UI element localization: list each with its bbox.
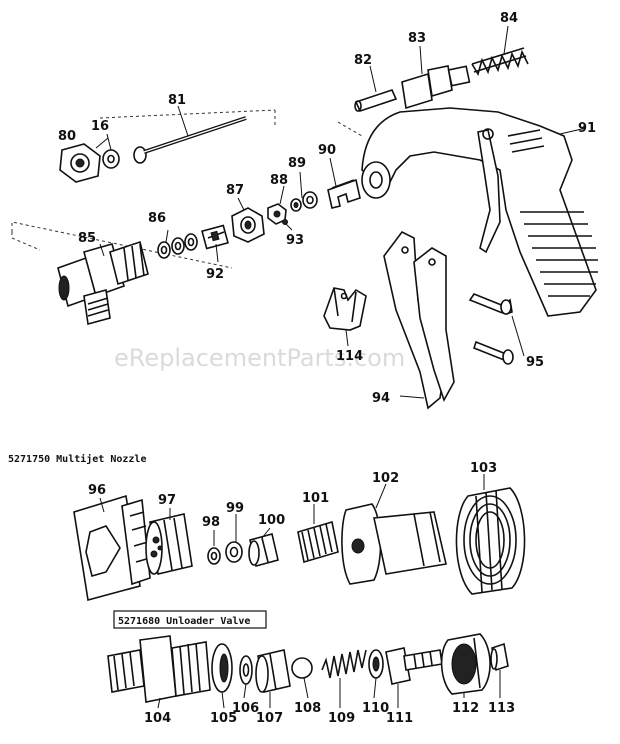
leader-lines-top <box>95 25 587 399</box>
callout-80: 80 <box>58 129 76 144</box>
nozzle-assembly <box>73 487 526 602</box>
callout-numbers: 16 80 81 82 83 84 85 86 87 88 89 90 91 9… <box>58 11 596 726</box>
part-85-tee <box>57 240 149 326</box>
callout-96: 96 <box>88 483 106 498</box>
part-102-sleeve <box>341 503 447 585</box>
part-104-body <box>107 635 211 703</box>
part-94-lever <box>383 230 455 410</box>
part-101-spring <box>297 520 339 564</box>
leader-lines-bottom <box>157 670 501 709</box>
part-113-plug <box>490 642 509 672</box>
part-82-pin <box>354 89 398 112</box>
nozzle-caption: 5271750 Multijet Nozzle <box>8 453 146 465</box>
callout-105: 105 <box>210 711 237 726</box>
callout-91: 91 <box>578 121 596 136</box>
part-89-washers <box>290 191 318 212</box>
callout-86: 86 <box>148 211 166 226</box>
watermark: eReplacementParts.com <box>114 344 405 372</box>
callout-103: 103 <box>470 461 497 476</box>
callout-107: 107 <box>256 711 283 726</box>
part-114-clip <box>323 287 367 331</box>
part-87-hexnut <box>231 207 265 243</box>
callout-100: 100 <box>258 513 285 528</box>
callout-84: 84 <box>500 11 518 26</box>
callout-94: 94 <box>372 391 390 406</box>
part-83-fitting <box>401 65 471 110</box>
part-92-seat <box>201 224 229 250</box>
gun-assembly <box>11 47 598 410</box>
part-105-ring <box>211 643 233 693</box>
part-93-ball <box>282 219 288 225</box>
callout-88: 88 <box>270 173 288 188</box>
callout-95: 95 <box>526 355 544 370</box>
part-112-cap <box>440 633 491 695</box>
callout-89: 89 <box>288 156 306 171</box>
part-84-spring <box>471 47 529 76</box>
part-90-bracket <box>327 178 361 209</box>
callout-92: 92 <box>206 267 224 282</box>
part-95-pins <box>468 293 514 365</box>
callout-108: 108 <box>294 701 321 716</box>
callout-87: 87 <box>226 183 244 198</box>
part-80-nut <box>59 143 101 183</box>
part-109-spring <box>321 649 367 679</box>
callout-111: 111 <box>386 711 413 726</box>
part-16-washer <box>102 149 120 169</box>
callout-99: 99 <box>226 501 244 516</box>
callout-16: 16 <box>91 119 109 134</box>
part-110-ring <box>368 649 384 679</box>
part-97-tip <box>145 513 193 575</box>
leader-lines-mid <box>99 474 485 546</box>
callout-83: 83 <box>408 31 426 46</box>
callout-81: 81 <box>168 93 186 108</box>
part-111-stem <box>385 647 443 685</box>
valve-assembly <box>107 610 509 703</box>
part-103-cap <box>455 487 526 595</box>
part-86-orings <box>157 233 198 259</box>
part-96-flange <box>73 494 151 602</box>
callout-109: 109 <box>328 711 355 726</box>
callout-102: 102 <box>372 471 399 486</box>
callout-97: 97 <box>158 493 176 508</box>
callout-90: 90 <box>318 143 336 158</box>
valve-caption-box <box>113 610 267 629</box>
callout-98: 98 <box>202 515 220 530</box>
part-91-gun-body <box>361 107 598 317</box>
callout-114: 114 <box>336 349 363 364</box>
callout-82: 82 <box>354 53 372 68</box>
part-108-ball <box>291 657 313 679</box>
part-100-seat <box>248 533 279 567</box>
part-81-rod <box>133 116 247 164</box>
part-88-nut <box>267 203 287 225</box>
valve-caption: 5271680 Unloader Valve <box>118 616 250 627</box>
callout-101: 101 <box>302 491 329 506</box>
callout-85: 85 <box>78 231 96 246</box>
callout-112: 112 <box>452 701 479 716</box>
part-106-ring <box>239 655 253 685</box>
callout-106: 106 <box>232 701 259 716</box>
part-107-seat <box>255 649 291 693</box>
part-98-ring <box>207 547 221 565</box>
part-99-ring <box>225 541 243 563</box>
callout-93: 93 <box>286 233 304 248</box>
callout-110: 110 <box>362 701 389 716</box>
callout-104: 104 <box>144 711 171 726</box>
callout-113: 113 <box>488 701 515 716</box>
